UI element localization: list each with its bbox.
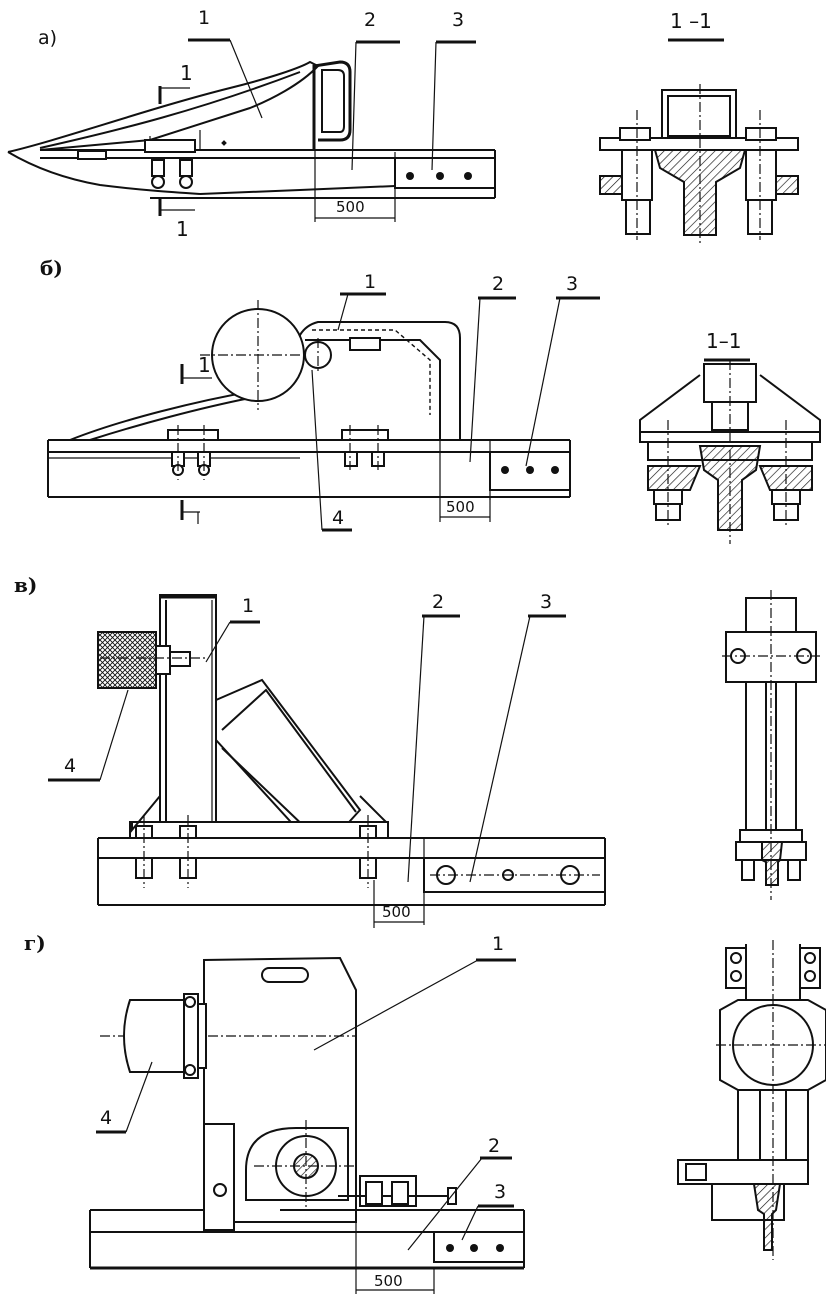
- panel-v-side-view: [722, 590, 820, 900]
- panel-v-callouts: 1 2 3 4: [48, 591, 566, 883]
- panel-v-joint-plate: [423, 838, 606, 925]
- panel-g-dimension-value: 500: [374, 1272, 403, 1290]
- panel-a: а): [7, 7, 799, 244]
- panel-b-section-view: 1–1: [639, 329, 821, 544]
- panel-v-callout-4: 4: [64, 755, 76, 777]
- panel-a-section-mark-bottom: 1: [176, 217, 189, 241]
- panel-b-rail: [47, 439, 571, 498]
- panel-v-bolts: [135, 815, 377, 888]
- panel-b-section-title: 1–1: [706, 329, 741, 353]
- panel-g-callouts: 1 2 3 4: [96, 933, 516, 1251]
- panel-g-clamp: [280, 1175, 457, 1211]
- panel-b-callout-4: 4: [332, 507, 344, 529]
- panel-a-shoe: [7, 60, 396, 195]
- panel-g: г): [24, 931, 826, 1294]
- panel-b-section-marks: 1: [180, 353, 212, 524]
- panel-g-side-view: [677, 940, 826, 1260]
- panel-b-dimension-value: 500: [446, 498, 475, 516]
- panel-g-stand: [100, 956, 357, 1231]
- panel-a-bolts: [144, 130, 227, 189]
- panel-v-callout-1: 1: [242, 595, 254, 617]
- panel-a-dimension: 500: [314, 150, 396, 222]
- panel-g-callout-4: 4: [100, 1107, 112, 1129]
- panel-b: б): [40, 256, 821, 544]
- panel-a-joint-plate: [394, 152, 496, 198]
- panel-a-callout-3: 3: [452, 9, 464, 31]
- panel-v-dimension: 500: [373, 880, 424, 928]
- panel-a-section-title: 1 –1: [670, 9, 712, 33]
- panel-g-callout-3: 3: [494, 1181, 506, 1203]
- panel-a-callouts: 1 2 3: [188, 7, 476, 171]
- panel-b-callout-2: 2: [492, 273, 504, 295]
- panel-v: в): [14, 573, 820, 928]
- panel-g-callout-2: 2: [488, 1135, 500, 1157]
- panel-a-section-marks: 1 1: [158, 61, 195, 241]
- panel-b-dimension: 500: [439, 440, 491, 522]
- panel-a-section-view: 1 –1: [599, 9, 799, 244]
- panel-g-callout-1: 1: [492, 933, 504, 955]
- panel-b-callouts: 1 2 3 4: [311, 271, 600, 532]
- panel-a-callout-1: 1: [198, 7, 210, 29]
- panel-b-tag: б): [40, 256, 63, 280]
- panel-g-joint-plate: [433, 1231, 525, 1263]
- panel-b-callout-1: 1: [364, 271, 376, 293]
- panel-g-tag: г): [24, 931, 46, 955]
- panel-g-dimension: 500: [355, 1222, 435, 1294]
- panel-a-dimension-value: 500: [336, 198, 365, 216]
- panel-g-motor: [123, 993, 207, 1079]
- panel-b-roller: [200, 300, 332, 410]
- panel-v-callout-2: 2: [432, 591, 444, 613]
- panel-a-stop-bracket: [312, 60, 352, 150]
- panel-b-callout-3: 3: [566, 273, 578, 295]
- panel-b-section-mark-top: 1: [198, 353, 211, 377]
- panel-a-section-mark-top: 1: [180, 61, 193, 85]
- panel-a-callout-2: 2: [364, 9, 376, 31]
- panel-v-weight: [97, 631, 206, 689]
- panel-v-tag: в): [14, 573, 37, 597]
- panel-v-stand: [129, 594, 389, 839]
- panel-v-dimension-value: 500: [382, 903, 411, 921]
- panel-v-callout-3: 3: [540, 591, 552, 613]
- panel-b-bolts: [167, 425, 389, 480]
- panel-b-joint-plate: [489, 440, 571, 500]
- panel-a-tag: а): [38, 27, 57, 49]
